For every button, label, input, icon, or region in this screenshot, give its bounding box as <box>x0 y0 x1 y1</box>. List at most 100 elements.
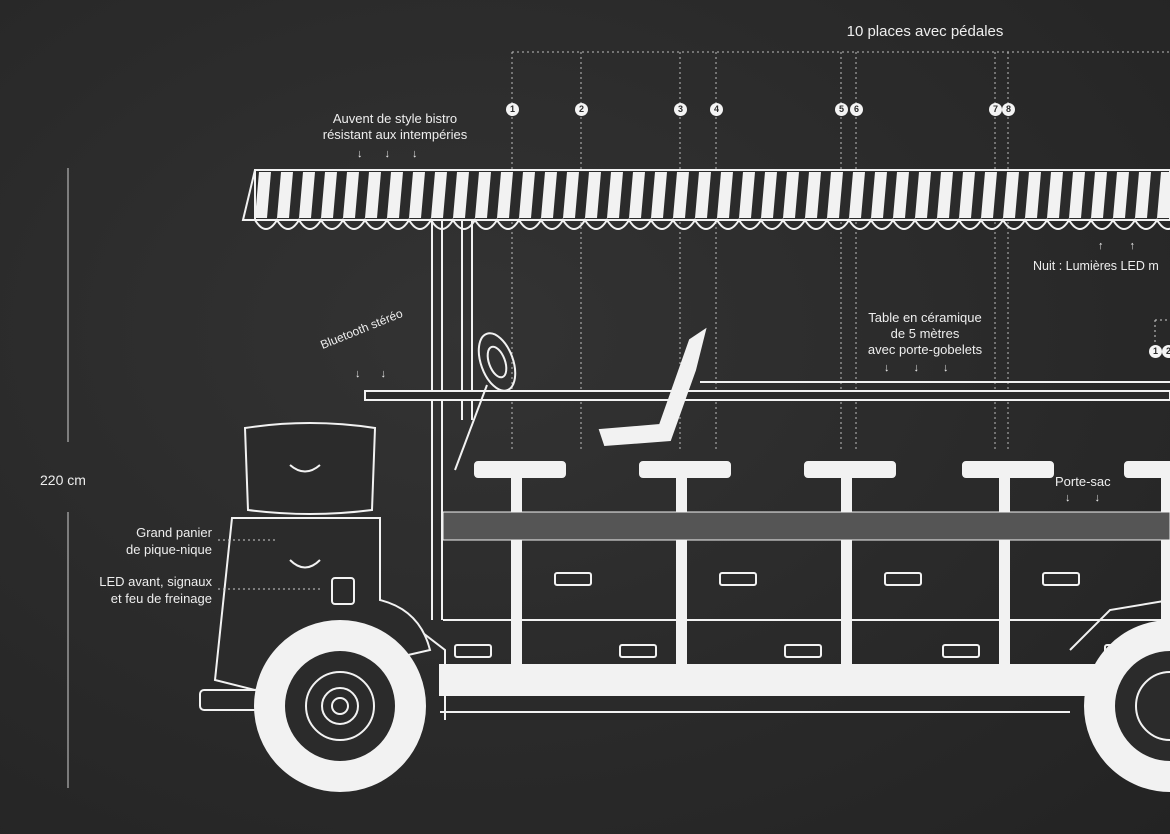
seat-number-1: 1 <box>506 103 519 116</box>
chassis <box>379 599 1170 720</box>
awning-stripe <box>1069 172 1085 218</box>
table <box>364 381 1170 401</box>
awning-stripe <box>1003 172 1019 218</box>
awning-stripe <box>277 172 293 218</box>
table-label-line3: avec porte-gobelets <box>867 342 983 357</box>
mesh-band <box>442 511 1170 541</box>
stool-seat <box>962 461 1054 478</box>
height-label: 220 cm <box>40 472 86 488</box>
pedal <box>1042 572 1080 586</box>
seat-number-7: 7 <box>989 103 1002 116</box>
seat-number-5: 5 <box>835 103 848 116</box>
stool-post <box>841 476 852 690</box>
seat-number-4: 4 <box>710 103 723 116</box>
awning-stripe <box>1135 172 1151 218</box>
stool-seat <box>804 461 896 478</box>
table-arrows: ↓↓↓ <box>884 362 973 374</box>
awning-stripe <box>255 172 271 218</box>
stool-seat <box>639 461 731 478</box>
led-label-line1: LED avant, signaux <box>99 574 212 589</box>
awning-stripe <box>981 172 997 218</box>
rear-wheel <box>1084 620 1170 792</box>
awning-stripe <box>629 172 645 218</box>
awning-stripe <box>849 172 865 218</box>
awning-stripe <box>651 172 667 218</box>
front-wheel <box>254 620 426 792</box>
label-arrows <box>218 319 1170 590</box>
pedal <box>554 572 592 586</box>
pedal <box>784 644 822 658</box>
night-led-arrows: ↑↑ <box>1098 240 1161 252</box>
awning-stripe <box>1157 172 1170 218</box>
basket-label-line1: Grand panier <box>136 525 212 540</box>
awning-stripe <box>343 172 359 218</box>
pedal <box>884 572 922 586</box>
awning-stripe <box>607 172 623 218</box>
awning-stripe <box>805 172 821 218</box>
awning-stripe <box>475 172 491 218</box>
awning-stripe <box>915 172 931 218</box>
table-label-line1: Table en céramique <box>868 310 982 325</box>
bag-holder-label: Porte-sac <box>1055 474 1111 489</box>
awning-stripe <box>871 172 887 218</box>
awning-stripe <box>563 172 579 218</box>
awning-stripe <box>1047 172 1063 218</box>
awning-stripe <box>365 172 381 218</box>
bag-arrows: ↓↓ <box>1065 492 1124 504</box>
awning-label-line2: résistant aux intempéries <box>322 127 468 142</box>
awning-stripe <box>761 172 777 218</box>
right-seat-number-1: 1 <box>1149 345 1162 358</box>
awning-stripe <box>321 172 337 218</box>
awning-stripe <box>497 172 513 218</box>
awning-stripe <box>453 172 469 218</box>
awning-stripe <box>695 172 711 218</box>
pedal <box>619 644 657 658</box>
seat-number-8: 8 <box>1002 103 1015 116</box>
stool-post <box>676 476 687 690</box>
awning-stripe <box>1091 172 1107 218</box>
awning-arrows: ↓↓↓ <box>357 148 440 160</box>
stool-post <box>999 476 1010 690</box>
awning-stripe <box>431 172 447 218</box>
stool-seat <box>474 461 566 478</box>
seat-number-2: 2 <box>575 103 588 116</box>
stool-post <box>511 476 522 690</box>
awning-stripe <box>893 172 909 218</box>
seat-number-6: 6 <box>850 103 863 116</box>
night-led-label: Nuit : Lumières LED m <box>1033 259 1159 273</box>
awning-stripe <box>783 172 799 218</box>
awning-stripe <box>959 172 975 218</box>
awning-stripe <box>541 172 557 218</box>
stool-seat <box>1124 461 1170 478</box>
table-label-line2: de 5 mètres <box>890 326 960 341</box>
canopy-poles <box>431 220 473 620</box>
awning-stripe <box>585 172 601 218</box>
awning-stripe <box>739 172 755 218</box>
basket-label-line2: de pique-nique <box>125 542 212 557</box>
steering-wheel <box>454 332 517 471</box>
seat-stools <box>454 461 1170 690</box>
pedal <box>454 644 492 658</box>
awning-stripe <box>1025 172 1041 218</box>
awning-stripe <box>519 172 535 218</box>
driver-seat <box>598 327 707 447</box>
seat-count-title: 10 places avec pédales <box>846 23 1004 40</box>
awning-stripe <box>937 172 953 218</box>
awning <box>241 169 1170 230</box>
led-label-line2: et feu de freinage <box>110 591 212 606</box>
awning-stripe <box>387 172 403 218</box>
bluetooth-arrows: ↓↓ <box>355 368 406 380</box>
awning-stripe <box>299 172 315 218</box>
pedal <box>942 644 980 658</box>
seat-number-3: 3 <box>674 103 687 116</box>
awning-stripe <box>1113 172 1129 218</box>
seat-guide-lines <box>511 52 1009 450</box>
right-seat-number-2: 2 <box>1162 345 1170 358</box>
awning-stripe <box>409 172 425 218</box>
awning-stripe <box>827 172 843 218</box>
awning-label-line1: Auvent de style bistro <box>332 111 458 126</box>
pedal <box>719 572 757 586</box>
awning-stripe <box>717 172 733 218</box>
